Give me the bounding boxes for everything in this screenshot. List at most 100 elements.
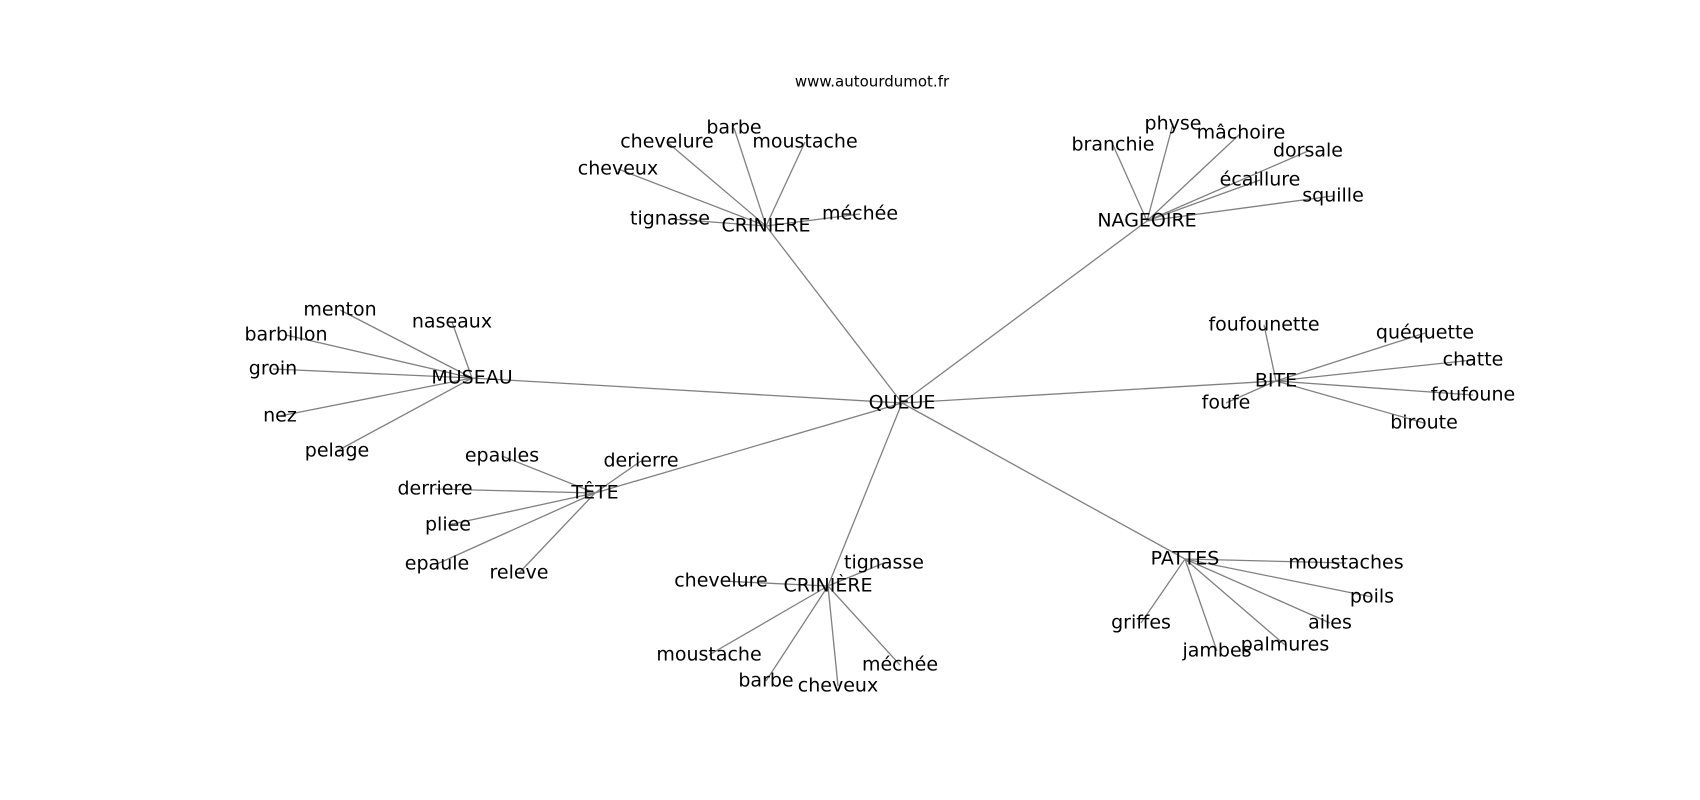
node-label-c2_chevelure: chevelure <box>674 570 768 592</box>
node-label-p_griffes: griffes <box>1111 612 1171 634</box>
edge-pattes-p_jambes <box>1184 558 1218 652</box>
edge-tete-t_pliee <box>447 492 596 526</box>
edge-bite-b_quequette <box>1275 332 1426 382</box>
edge-museau-m_nez <box>279 377 473 417</box>
edge-nageoire-n_physe <box>1146 123 1174 222</box>
edge-bite-b_foufe <box>1225 380 1277 404</box>
edge-nageoire-n_ecaillure <box>1146 179 1261 222</box>
edge-criniere1-c1_mechee <box>765 213 861 227</box>
node-label-c2_barbe: barbe <box>738 670 793 692</box>
edge-pattes-p_ailes <box>1184 558 1331 624</box>
node-label-b_foufe: foufe <box>1202 392 1251 414</box>
node-label-m_groin: groin <box>249 358 297 380</box>
node-label-b_biroute: biroute <box>1390 412 1458 434</box>
edge-queue-museau <box>471 377 903 404</box>
node-label-m_barbillon: barbillon <box>244 324 327 346</box>
node-label-t_pliee: pliee <box>425 514 471 536</box>
edge-museau-m_groin <box>272 368 473 379</box>
edge-criniere1-c1_barbe <box>733 127 767 227</box>
edge-criniere2-c2_barbe <box>765 585 829 682</box>
node-label-t_derierre: derierre <box>603 450 678 472</box>
graph-edges <box>272 123 1474 687</box>
node-label-n_branchie: branchie <box>1071 134 1154 156</box>
node-label-c2_mechee: méchée <box>862 654 938 676</box>
node-label-n_squille: squille <box>1302 185 1364 207</box>
node-label-criniere2: CRINIÈRE <box>783 574 872 597</box>
edge-pattes-p_griffes <box>1140 558 1186 624</box>
edge-criniere2-c2_mechee <box>827 585 901 666</box>
edge-museau-m_barbillon <box>285 334 473 379</box>
edge-criniere1-c1_moustache <box>765 141 806 227</box>
node-label-b_quequette: quéquette <box>1376 322 1474 344</box>
node-label-nageoire: NAGEOIRE <box>1097 210 1196 232</box>
node-label-bite: BITE <box>1255 370 1297 392</box>
node-label-b_foufounette: foufounette <box>1208 314 1319 336</box>
edge-tete-t_epaules <box>501 455 596 494</box>
edge-museau-m_naseaux <box>451 321 473 379</box>
node-label-pattes: PATTES <box>1151 548 1220 570</box>
node-label-c1_chevelure: chevelure <box>620 131 714 153</box>
edge-bite-b_chatte <box>1275 359 1474 382</box>
edge-criniere1-c1_chevelure <box>666 141 767 227</box>
edge-pattes-p_poils <box>1184 558 1373 598</box>
node-label-n_machoire: mâchoire <box>1197 122 1286 144</box>
node-label-m_menton: menton <box>303 299 376 321</box>
node-label-t_releve: releve <box>490 562 549 584</box>
edge-criniere2-c2_tignasse <box>827 562 885 587</box>
edge-tete-t_epaule <box>436 492 596 565</box>
edge-pattes-p_palmures <box>1184 558 1286 646</box>
node-label-c1_cheveux: cheveux <box>578 158 658 180</box>
node-label-p_poils: poils <box>1350 586 1394 608</box>
edge-pattes-p_moustaches <box>1184 558 1347 564</box>
edge-nageoire-n_squille <box>1146 195 1334 222</box>
edge-tete-t_derriere <box>434 488 596 494</box>
edge-criniere2-c2_moustache <box>708 585 829 656</box>
node-label-n_ecaillure: écaillure <box>1220 169 1301 191</box>
node-label-p_palmures: palmures <box>1241 634 1330 656</box>
edge-nageoire-n_branchie <box>1112 144 1148 222</box>
node-label-p_moustaches: moustaches <box>1288 552 1403 574</box>
node-label-t_derriere: derriere <box>397 478 472 500</box>
node-label-c1_moustache: moustache <box>752 131 857 153</box>
edge-bite-b_biroute <box>1275 380 1425 424</box>
node-label-c1_tignasse: tignasse <box>630 208 710 230</box>
edge-bite-b_foufoune <box>1275 380 1474 396</box>
node-label-p_jambes: jambes <box>1181 640 1251 662</box>
node-label-p_ailes: ailes <box>1308 612 1352 634</box>
node-label-c2_tignasse: tignasse <box>844 552 924 574</box>
node-label-n_physe: physe <box>1145 113 1202 135</box>
node-label-m_naseaux: naseaux <box>412 311 492 333</box>
edge-queue-bite <box>901 380 1277 404</box>
edge-queue-tete <box>594 402 903 494</box>
node-label-m_nez: nez <box>263 405 297 427</box>
node-label-tete: TÊTE <box>570 481 618 504</box>
node-label-n_dorsale: dorsale <box>1273 140 1343 162</box>
node-label-museau: MUSEAU <box>431 367 512 389</box>
node-label-c1_mechee: méchée <box>822 203 898 225</box>
node-label-t_epaule: epaule <box>405 553 469 575</box>
node-label-c2_cheveux: cheveux <box>798 675 878 697</box>
edge-nageoire-n_machoire <box>1146 132 1242 222</box>
edge-criniere2-c2_cheveux <box>827 585 839 687</box>
edge-queue-criniere2 <box>827 402 903 587</box>
edge-tete-t_releve <box>518 492 596 574</box>
node-label-b_chatte: chatte <box>1443 349 1504 371</box>
node-label-c1_barbe: barbe <box>706 117 761 139</box>
node-label-criniere1: CRINIERE <box>721 215 810 237</box>
edge-tete-t_derierre <box>594 460 642 494</box>
edge-museau-m_pelage <box>336 377 473 452</box>
edge-queue-criniere1 <box>765 225 903 404</box>
edge-criniere1-c1_cheveux <box>617 168 767 227</box>
edge-nageoire-n_dorsale <box>1146 150 1309 222</box>
node-label-b_foufoune: foufoune <box>1431 384 1515 406</box>
edge-museau-m_menton <box>339 309 473 379</box>
edge-criniere2-c2_chevelure <box>720 580 829 587</box>
node-label-t_epaules: epaules <box>465 445 539 467</box>
edge-bite-b_foufounette <box>1263 324 1277 382</box>
node-label-m_pelage: pelage <box>305 440 369 462</box>
edge-queue-pattes <box>901 402 1186 560</box>
node-label-c2_moustache: moustache <box>656 644 761 666</box>
source-watermark: www.autourdumot.fr <box>795 73 950 91</box>
